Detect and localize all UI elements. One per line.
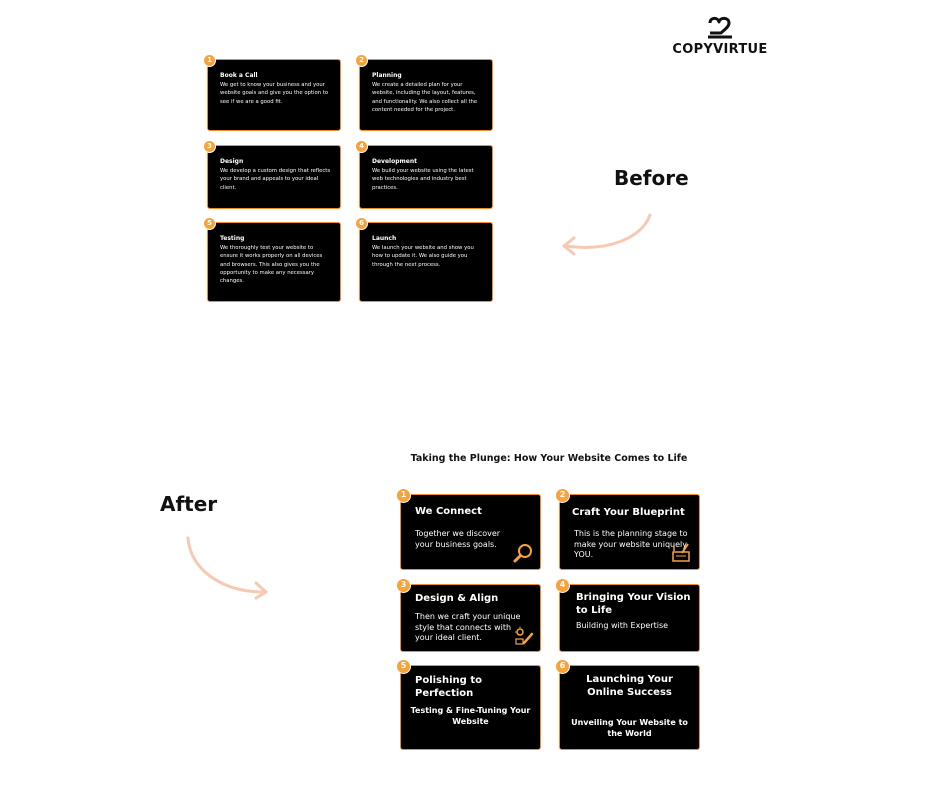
card-body: Together we discover your business goals… bbox=[415, 529, 501, 549]
step-badge: 5 bbox=[396, 659, 411, 674]
step-badge: 6 bbox=[555, 659, 570, 674]
card-title: Launching Your Online Success bbox=[586, 674, 673, 698]
card-title: Polishing to Perfection bbox=[415, 675, 482, 699]
card-body: We get to know your business and your we… bbox=[220, 82, 329, 105]
step-badge: 2 bbox=[555, 488, 570, 503]
after-label: After bbox=[160, 492, 218, 516]
card-title: Book a Call bbox=[220, 72, 258, 79]
before-card-6: 6 Launch We launch your website and show… bbox=[355, 217, 493, 302]
card-body: We create a detailed plan for your websi… bbox=[372, 82, 478, 113]
card-body: We thoroughly test your website to ensur… bbox=[220, 245, 323, 285]
after-card-3: 3 Design & Align Then we craft your uniq… bbox=[396, 578, 541, 652]
card-title: Bringing Your Vision to Life bbox=[576, 592, 691, 616]
after-heading: Taking the Plunge: How Your Website Come… bbox=[410, 453, 688, 464]
card-title: Development bbox=[372, 158, 417, 165]
step-badge: 2 bbox=[355, 54, 368, 67]
copyvirtue-logo: COPYVIRTUE bbox=[668, 14, 772, 62]
card-title: Design & Align bbox=[415, 593, 499, 604]
step-badge: 1 bbox=[203, 54, 216, 67]
before-card-3: 3 Design We develop a custom design that… bbox=[203, 140, 341, 209]
step-badge: 6 bbox=[355, 217, 368, 230]
after-card-5: 5 Polishing to Perfection Testing & Fine… bbox=[396, 659, 541, 750]
step-badge: 4 bbox=[355, 140, 368, 153]
after-card-6: 6 Launching Your Online Success Unveilin… bbox=[555, 659, 700, 750]
card-body: Unveiling Your Website to the World bbox=[571, 718, 688, 738]
card-body: This is the planning stage to make your … bbox=[574, 529, 688, 559]
before-card-1: 1 Book a Call We get to know your busine… bbox=[203, 54, 341, 131]
blueprint-icon bbox=[672, 543, 690, 562]
before-arrow-icon bbox=[562, 213, 652, 256]
card-body: Building with Expertise bbox=[576, 621, 669, 630]
before-label: Before bbox=[614, 166, 689, 190]
card-title: Design bbox=[220, 158, 244, 165]
magnifier-icon bbox=[513, 544, 532, 563]
card-body: Then we craft your unique style that con… bbox=[415, 612, 521, 642]
step-badge: 4 bbox=[555, 578, 570, 593]
before-card-4: 4 Development We build your website usin… bbox=[355, 140, 493, 209]
after-arrow-icon bbox=[186, 536, 268, 600]
card-body: Testing & Fine-Tuning Your Website bbox=[410, 706, 531, 726]
step-badge: 1 bbox=[396, 488, 411, 503]
card-title: Testing bbox=[220, 235, 245, 242]
before-card-5: 5 Testing We thoroughly test your websit… bbox=[203, 217, 341, 302]
card-title: Launch bbox=[372, 235, 397, 242]
logo-text: COPYVIRTUE bbox=[672, 42, 768, 57]
card-body: We launch your website and show you how … bbox=[372, 245, 474, 268]
card-title: Craft Your Blueprint bbox=[572, 507, 685, 518]
card-body: We build your website using the latest w… bbox=[372, 168, 474, 191]
step-badge: 3 bbox=[396, 578, 411, 593]
after-card-2: 2 Craft Your Blueprint This is the plann… bbox=[555, 488, 700, 570]
logo-heart-mark-icon bbox=[708, 16, 732, 39]
card-title: Planning bbox=[372, 72, 402, 79]
after-card-1: 1 We Connect Together we discover your b… bbox=[396, 488, 541, 570]
step-badge: 3 bbox=[203, 140, 216, 153]
card-body: We develop a custom design that reflects… bbox=[220, 168, 331, 191]
design-pencil-icon bbox=[515, 626, 534, 645]
after-card-4: 4 Bringing Your Vision to Life Building … bbox=[555, 578, 700, 652]
card-title: We Connect bbox=[415, 506, 482, 517]
before-card-2: 2 Planning We create a detailed plan for… bbox=[355, 54, 493, 131]
step-badge: 5 bbox=[203, 217, 216, 230]
